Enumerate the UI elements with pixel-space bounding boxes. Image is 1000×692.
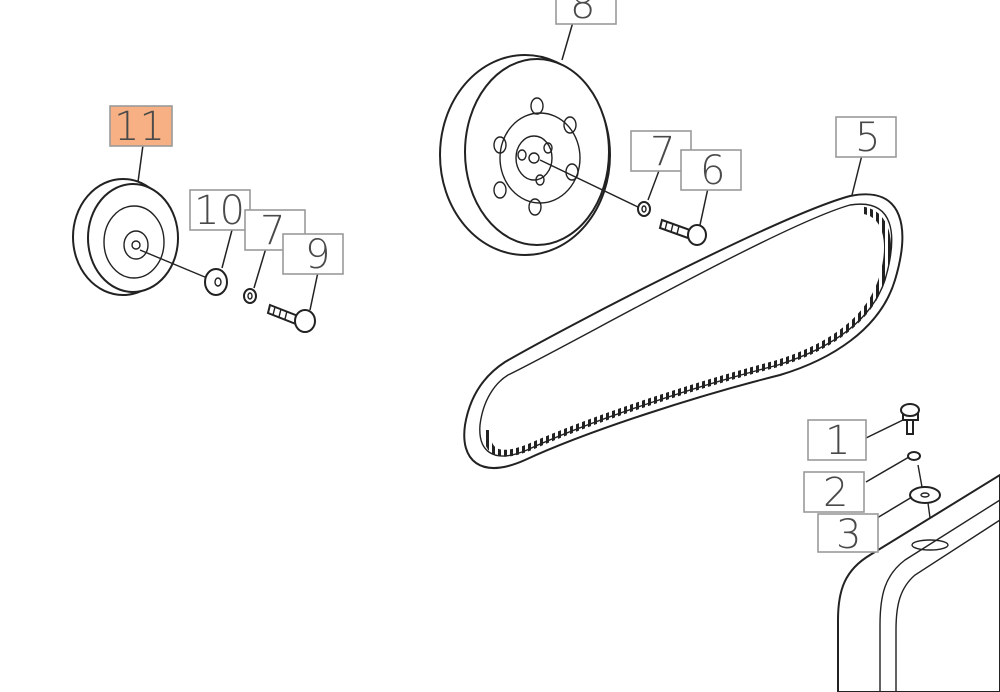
idler-lock-washer: [243, 288, 257, 304]
callout-7-idler[interactable]: 7: [244, 208, 306, 254]
callout-5-label: 5: [855, 115, 880, 161]
engine-washer: [637, 201, 651, 217]
mower-deck: [837, 473, 1000, 692]
callout-7-idler-label: 7: [260, 208, 285, 254]
callout-8-label: 8: [570, 0, 595, 28]
leader-lines: [137, 21, 913, 519]
callout-10-label: 10: [194, 188, 245, 234]
v-belt: [463, 193, 904, 469]
engine-bolt: [658, 218, 707, 246]
deck-bolt: [900, 403, 920, 435]
idler-pulley: [72, 178, 213, 296]
callout-1[interactable]: 1: [807, 418, 867, 464]
callout-9-label: 9: [305, 232, 330, 278]
callout-5[interactable]: 5: [835, 115, 897, 161]
callout-9[interactable]: 9: [282, 232, 344, 278]
callout-10[interactable]: 10: [189, 188, 251, 234]
callout-3[interactable]: 3: [817, 512, 879, 558]
callout-2-label: 2: [823, 470, 848, 516]
callout-3-label: 3: [836, 512, 861, 558]
callout-8[interactable]: 8: [555, 0, 617, 28]
callout-6-label: 6: [700, 148, 725, 194]
idler-bolt: [266, 303, 316, 333]
deck-flat-washer: [909, 486, 941, 504]
callout-6[interactable]: 6: [680, 148, 742, 194]
callout-11[interactable]: 11: [109, 104, 173, 150]
callout-2[interactable]: 2: [803, 470, 865, 516]
callout-7-engine-label: 7: [650, 129, 675, 175]
deck-lock-washer: [907, 451, 921, 461]
engine-pulley: [439, 54, 641, 256]
callout-1-label: 1: [825, 418, 850, 464]
callout-11-label: 11: [114, 104, 165, 150]
flat-washer: [204, 268, 228, 296]
